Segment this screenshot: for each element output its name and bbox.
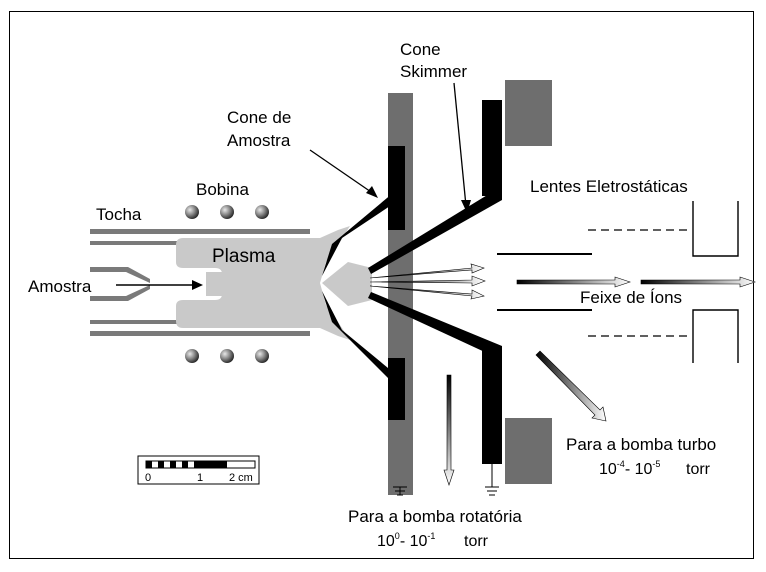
label-bobina: Bobina [196,180,249,199]
turbo-exp-a: -4 [617,459,625,469]
turbo-pump-arrow [535,350,607,422]
ion-arrows [369,263,486,300]
scale-tick-0: 0 [145,472,151,484]
leader-arrows [116,82,471,290]
label-amostra: Amostra [28,277,92,296]
torch [90,229,310,336]
coil-balls [185,205,269,363]
plasma-shape [176,226,350,340]
scale-tick-1: 1 [197,472,203,484]
label-lentes: Lentes Eletrostáticas [530,177,688,196]
turbo-pressure-b: - 10 [625,461,653,478]
scale-tick-2: 2 cm [229,472,253,484]
ion-beam-arrows [516,276,756,288]
label-rotatoria-1: Para a bomba rotatória [348,507,522,526]
scale-bar [137,455,260,485]
label-cone-amostra-2: Amostra [227,131,291,150]
label-rot-pressure: 100- 10-1 [377,531,435,550]
label-rot-unit: torr [464,533,489,550]
label-feixe: Feixe de Íons [580,288,682,307]
label-turbo-1: Para a bomba turbo [566,435,716,454]
label-cone-skimmer-2: Skimmer [400,62,467,81]
lens-lines [497,201,739,363]
rot-exp-b: -1 [427,531,435,541]
label-turbo-unit: torr [686,461,711,478]
label-cone-amostra-1: Cone de [227,108,291,127]
rot-exp-a: 0 [395,531,400,541]
sample-cone [322,93,413,496]
label-plasma: Plasma [212,246,276,267]
label-tocha: Tocha [96,205,142,224]
rotary-pump-arrow [443,374,455,486]
turbo-exp-b: -5 [652,459,660,469]
turbo-pressure-a: 10 [599,461,617,478]
rot-pressure-b: - 10 [400,533,428,550]
label-turbo-pressure: 10-4- 10-5 [599,459,660,478]
rot-pressure-a: 10 [377,533,395,550]
label-cone-skimmer-1: Cone [400,40,441,59]
plasma-tip [322,262,372,306]
